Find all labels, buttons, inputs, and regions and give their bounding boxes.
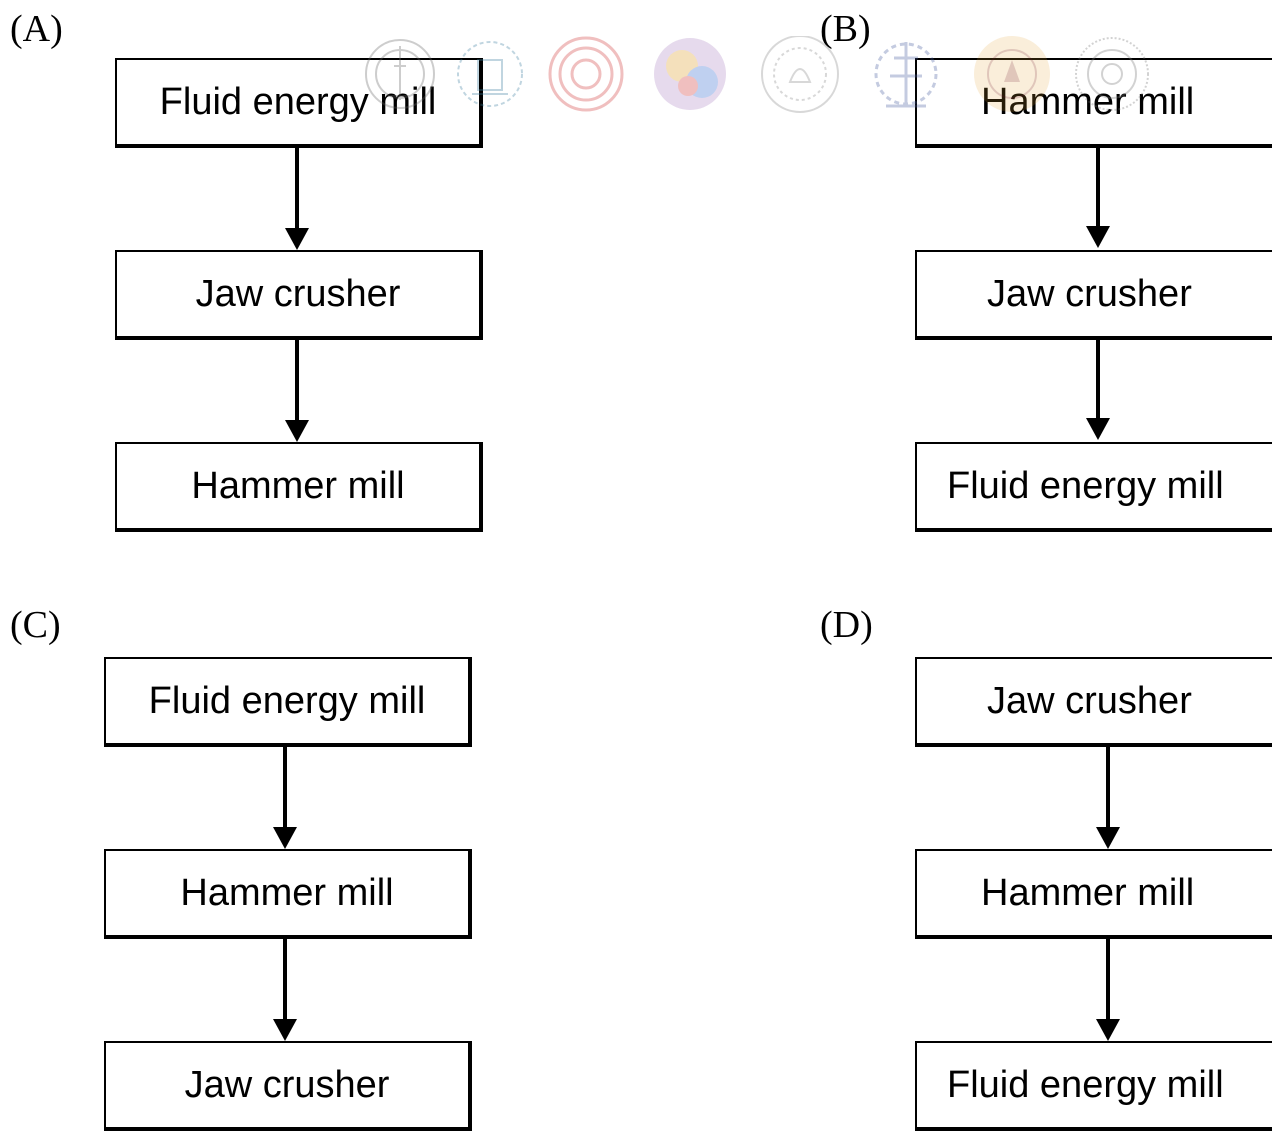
option-a-arrow-2	[285, 340, 309, 442]
option-d-arrow-2	[1096, 939, 1120, 1041]
option-b-step-3: Fluid energy mill	[915, 442, 1272, 532]
option-b-step-1: Hammer mill	[915, 58, 1272, 148]
option-b-step-2: Jaw crusher	[915, 250, 1272, 340]
option-d-step-1: Jaw crusher	[915, 657, 1272, 747]
option-d-arrow-1	[1096, 747, 1120, 849]
option-c-step-1: Fluid energy mill	[104, 657, 472, 747]
option-a-arrow-1	[285, 148, 309, 250]
option-a-label: (A)	[10, 8, 63, 50]
iit-logo-3-icon	[548, 36, 624, 112]
option-c-arrow-2	[273, 939, 297, 1041]
iit-logo-4-icon	[654, 38, 726, 110]
option-d-label: (D)	[820, 604, 873, 646]
option-b-arrow-1	[1086, 148, 1110, 248]
option-d-step-3: Fluid energy mill	[915, 1041, 1272, 1131]
option-c-label: (C)	[10, 604, 61, 646]
option-c-step-3: Jaw crusher	[104, 1041, 472, 1131]
option-b-label: (B)	[820, 8, 871, 50]
option-a-step-3: Hammer mill	[115, 442, 483, 532]
option-c-arrow-1	[273, 747, 297, 849]
option-d-step-2: Hammer mill	[915, 849, 1272, 939]
option-c-step-2: Hammer mill	[104, 849, 472, 939]
option-a-step-1: Fluid energy mill	[115, 58, 483, 148]
option-b-arrow-2	[1086, 340, 1110, 440]
option-a-step-2: Jaw crusher	[115, 250, 483, 340]
